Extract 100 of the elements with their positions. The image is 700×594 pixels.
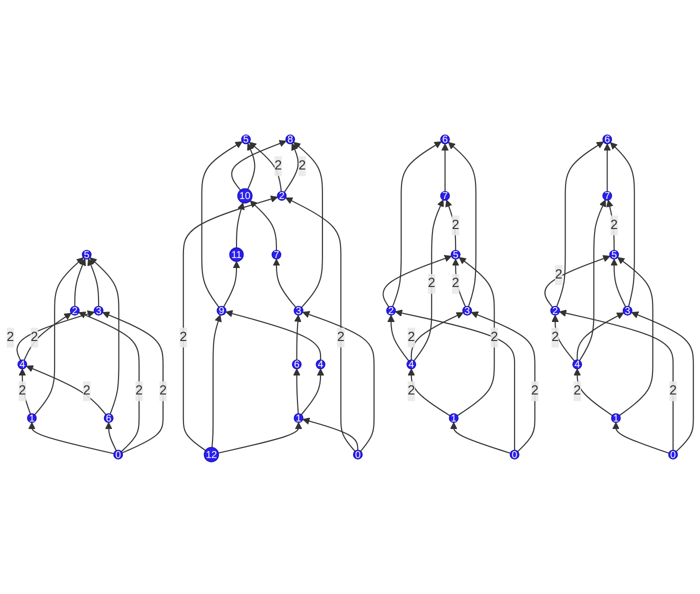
arrow bbox=[223, 261, 240, 308]
arrow bbox=[218, 422, 302, 454]
node-circle: 1 bbox=[448, 413, 459, 423]
arrow bbox=[231, 140, 286, 191]
arrow bbox=[441, 144, 449, 192]
node-circle: 3 bbox=[94, 306, 104, 316]
node-circle: 6 bbox=[292, 360, 302, 370]
arrow bbox=[105, 422, 117, 451]
node-circle: 3 bbox=[622, 306, 632, 316]
edge-label: 2 bbox=[531, 384, 539, 398]
arrow bbox=[579, 200, 606, 361]
edge-label: 2 bbox=[574, 384, 581, 398]
arrow bbox=[302, 310, 375, 452]
node-circle: 12 bbox=[204, 446, 219, 462]
arrow bbox=[250, 200, 277, 250]
node-circle: 11 bbox=[229, 247, 244, 262]
node-circle: 1 bbox=[294, 413, 304, 423]
arrow bbox=[236, 202, 245, 248]
node-circle: 7 bbox=[272, 250, 282, 260]
arrow bbox=[74, 258, 86, 306]
edge-label: 2 bbox=[83, 384, 90, 398]
node-circle: 4 bbox=[17, 360, 28, 370]
node-circle: 0 bbox=[510, 450, 520, 460]
node-circle: 6 bbox=[440, 134, 450, 144]
node-circle: 0 bbox=[668, 450, 678, 460]
arrow bbox=[610, 258, 626, 308]
arrow bbox=[272, 258, 296, 308]
arrow bbox=[78, 312, 140, 452]
edge-label: 2 bbox=[669, 384, 677, 398]
node-circle: 0 bbox=[113, 450, 124, 460]
node-circle: 4 bbox=[316, 360, 326, 370]
arrow bbox=[392, 141, 442, 307]
node-circle: 8 bbox=[285, 134, 296, 144]
edge-label: 2 bbox=[408, 384, 416, 398]
node-circle: 6 bbox=[602, 134, 612, 144]
node-circle: 2 bbox=[386, 306, 396, 316]
arrow bbox=[211, 314, 222, 448]
arrow bbox=[87, 258, 100, 306]
edge-label: 2 bbox=[18, 384, 26, 398]
arrow bbox=[387, 314, 410, 362]
edge-label: 2 bbox=[6, 330, 14, 344]
edge-label: 2 bbox=[610, 218, 618, 232]
arrow bbox=[448, 142, 476, 307]
edge-label: 2 bbox=[555, 268, 562, 282]
arrow bbox=[225, 310, 322, 360]
node-circle: 5 bbox=[82, 250, 92, 260]
node-circle: 4 bbox=[572, 360, 582, 370]
node-circle: 2 bbox=[70, 306, 80, 316]
node-circle: 7 bbox=[602, 191, 612, 201]
edge-label: 2 bbox=[428, 276, 436, 291]
arrow bbox=[26, 365, 106, 415]
edge-label: 2 bbox=[159, 384, 167, 398]
node-circle: 6 bbox=[104, 413, 114, 423]
arrow bbox=[249, 142, 282, 192]
arrow bbox=[293, 368, 300, 414]
arrow bbox=[201, 141, 242, 308]
arrow bbox=[302, 418, 358, 450]
arrow bbox=[182, 196, 278, 451]
arrow bbox=[300, 368, 324, 415]
arrow bbox=[617, 257, 654, 416]
arrow bbox=[294, 314, 302, 360]
node-circle: 2 bbox=[276, 191, 287, 201]
arrow bbox=[631, 312, 694, 452]
node-circle: 7 bbox=[440, 191, 450, 201]
arrow bbox=[382, 254, 452, 308]
arrow bbox=[470, 311, 536, 452]
arrow bbox=[18, 368, 31, 414]
arrow bbox=[576, 312, 624, 360]
arrow bbox=[284, 143, 299, 192]
arrow bbox=[34, 257, 84, 416]
arrow bbox=[24, 312, 72, 361]
arrow bbox=[395, 310, 516, 450]
node-circle: 5 bbox=[609, 250, 619, 260]
arrow bbox=[574, 368, 613, 416]
edge-label: 2 bbox=[408, 330, 416, 344]
arrow bbox=[247, 143, 256, 190]
arrow bbox=[450, 422, 511, 454]
arrow bbox=[457, 257, 495, 416]
arrow bbox=[408, 368, 450, 416]
arrow bbox=[16, 310, 95, 361]
arrow bbox=[452, 258, 466, 307]
edge-label: 2 bbox=[30, 330, 38, 344]
node-circle: 1 bbox=[611, 413, 621, 423]
node-circle: 1 bbox=[27, 413, 37, 423]
node-circle: 3 bbox=[462, 306, 472, 316]
edge-label: 2 bbox=[274, 158, 282, 173]
node-circle: 5 bbox=[450, 250, 460, 260]
edge-label: 2 bbox=[490, 330, 498, 344]
arrow bbox=[556, 141, 604, 307]
arrow bbox=[90, 257, 120, 414]
node-circle: 9 bbox=[216, 306, 226, 316]
node-circle: 10 bbox=[237, 188, 253, 204]
edge-label: 2 bbox=[180, 330, 188, 344]
arrow bbox=[559, 310, 674, 450]
edge-label: 2 bbox=[551, 330, 559, 344]
arrow bbox=[414, 200, 444, 362]
arrow bbox=[544, 255, 610, 308]
arrow bbox=[612, 422, 670, 454]
arrow bbox=[410, 312, 464, 360]
node-circle: 5 bbox=[241, 134, 251, 144]
